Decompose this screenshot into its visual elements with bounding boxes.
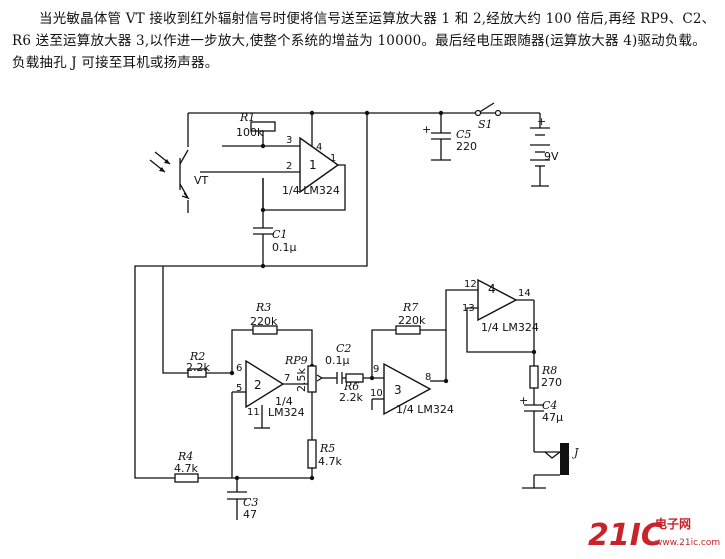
op2-pin-5: 5 xyxy=(236,383,242,394)
c2-value: 0.1μ xyxy=(325,354,350,367)
r3-ref: R3 xyxy=(255,301,271,314)
watermark-logo: 21IC 电子网 www.21ic.com xyxy=(588,516,720,553)
capacitor-c1 xyxy=(253,227,273,235)
opamp-2 xyxy=(245,359,285,409)
s1-ref: S1 xyxy=(478,118,493,131)
r8-value: 270 xyxy=(541,376,562,389)
c3-value: 47 xyxy=(243,508,257,521)
opamp-4 xyxy=(477,278,518,322)
op1-pin-2: 2 xyxy=(286,161,292,172)
battery-plus: + xyxy=(537,115,546,128)
watermark-cn: 电子网 xyxy=(655,516,691,531)
op4-chip: 1/4 LM324 xyxy=(481,321,539,334)
c4-value: 47μ xyxy=(542,411,563,424)
op2-chip-a: 1/4 xyxy=(275,395,293,408)
op1-chip: 1/4 LM324 xyxy=(282,184,340,197)
resistor-r2 xyxy=(187,368,207,378)
resistor-r3 xyxy=(252,325,278,335)
c5-ref: C5 xyxy=(456,128,471,141)
c1-ref: C1 xyxy=(272,228,287,241)
capacitor-c5 xyxy=(431,132,451,140)
op1-pin-1: 1 xyxy=(330,153,336,164)
op1-number: 1 xyxy=(309,158,317,172)
resistor-r8 xyxy=(529,365,539,389)
op3-pin-8: 8 xyxy=(425,372,431,383)
op2-chip-b: LM324 xyxy=(268,406,305,419)
jack-j xyxy=(534,443,569,476)
jack-label: J xyxy=(572,446,579,459)
potentiometer-rp9 xyxy=(307,365,317,393)
c3-ref: C3 xyxy=(243,496,258,509)
op1-pin-4: 4 xyxy=(316,142,322,153)
battery-value: 9V xyxy=(544,150,559,163)
c1-value: 0.1μ xyxy=(272,241,297,254)
op4-pin-14: 14 xyxy=(518,288,531,299)
op4-pin-13: 13 xyxy=(462,303,475,314)
op3-chip: 1/4 LM324 xyxy=(396,403,454,416)
resistor-r7 xyxy=(395,325,421,335)
wires xyxy=(134,102,560,520)
op2-number: 2 xyxy=(254,378,262,392)
description-text: 当光敏晶体管 VT 接收到红外辐射信号时便将信号送至运算放大器 1 和 2,经放… xyxy=(12,11,716,71)
r6-ref: R6 xyxy=(343,380,359,393)
op2-pin-7: 7 xyxy=(284,373,290,384)
r2-value: 2.2k xyxy=(186,361,210,374)
op4-pin-12: 12 xyxy=(464,279,477,290)
c5-plus: + xyxy=(422,123,431,136)
resistor-r6 xyxy=(345,373,364,383)
c4-plus: + xyxy=(519,394,528,407)
op3-pin-10: 10 xyxy=(370,388,383,399)
op2-pin-6: 6 xyxy=(236,363,242,374)
op2-pin-11: 11 xyxy=(247,407,260,418)
capacitor-c2 xyxy=(336,372,343,384)
opamp-1 xyxy=(299,136,340,194)
r1-ref: R1 xyxy=(239,111,255,124)
rp9-value: 2.5k xyxy=(295,368,308,392)
rp9-ref: RP9 xyxy=(284,354,308,367)
op3-number: 3 xyxy=(394,383,402,397)
r6-value: 2.2k xyxy=(339,391,363,404)
watermark-brand: 21IC xyxy=(588,518,663,553)
r5-ref: R5 xyxy=(319,442,335,455)
resistor-r5 xyxy=(307,439,317,469)
r1-value: 100k xyxy=(236,126,264,139)
r2-ref: R2 xyxy=(189,350,205,363)
c2-ref: C2 xyxy=(336,342,351,355)
r5-value: 4.7k xyxy=(318,455,342,468)
vt-label: VT xyxy=(194,174,209,187)
r8-ref: R8 xyxy=(541,364,557,377)
opamp-3 xyxy=(383,362,432,416)
r4-value: 4.7k xyxy=(174,462,198,475)
battery-9v xyxy=(530,127,550,167)
c4-ref: C4 xyxy=(542,399,557,412)
r3-value: 220k xyxy=(250,315,278,328)
op1-pin-3: 3 xyxy=(286,135,292,146)
resistor-r4 xyxy=(174,473,199,483)
r7-ref: R7 xyxy=(402,301,418,314)
switch-s1 xyxy=(474,109,502,117)
phototransistor-vt xyxy=(149,149,190,200)
watermark-url: www.21ic.com xyxy=(655,538,720,548)
op4-number: 4 xyxy=(488,282,496,296)
r7-value: 220k xyxy=(398,314,426,327)
op3-pin-9: 9 xyxy=(373,364,379,375)
r4-ref: R4 xyxy=(177,450,193,463)
c5-value: 220 xyxy=(456,140,477,153)
